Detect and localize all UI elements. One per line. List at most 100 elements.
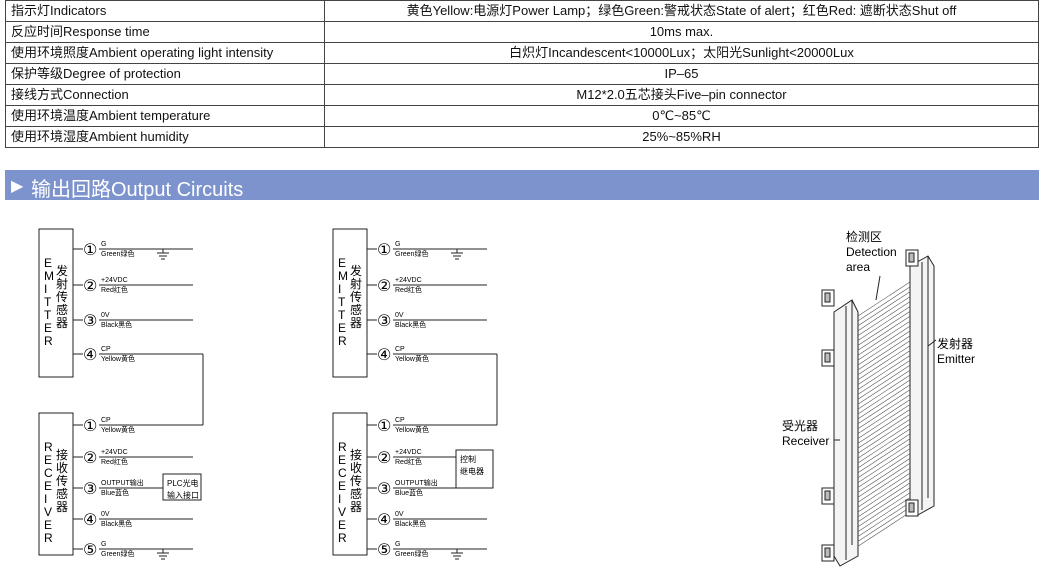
beam-line bbox=[857, 458, 911, 493]
pin-function-label: OUTPUT输出 bbox=[395, 478, 438, 487]
beam-line bbox=[857, 311, 911, 346]
sensor-letter: E bbox=[338, 256, 346, 270]
mounting-bracket-slot bbox=[908, 252, 915, 263]
pin-number: ④ bbox=[377, 512, 391, 529]
sensor-letter: E bbox=[338, 321, 346, 335]
ground-icon bbox=[157, 549, 169, 560]
pin-number: ① bbox=[377, 418, 391, 435]
beam-line bbox=[857, 472, 911, 508]
section-banner: ▶ 输出回路Output Circuits bbox=[5, 170, 1039, 201]
mounting-bracket-slot bbox=[824, 352, 831, 363]
beam-line bbox=[857, 502, 911, 537]
sensor-cn-char: 器 bbox=[350, 316, 362, 330]
beam-line bbox=[857, 306, 911, 341]
mounting-bracket-slot bbox=[824, 490, 831, 501]
ground-icon bbox=[451, 549, 463, 560]
pin-color-label: Black黑色 bbox=[101, 320, 132, 329]
beam-line bbox=[857, 497, 911, 532]
sensor-letter: E bbox=[338, 518, 346, 532]
spec-key: 使用环境照度Ambient operating light intensity bbox=[5, 42, 325, 64]
plc-input-box-line: 输入接口 bbox=[167, 490, 199, 500]
pin-function-label: +24VDC bbox=[101, 277, 128, 284]
sensor-cn-char: 接 bbox=[350, 447, 362, 462]
pin-number: ③ bbox=[83, 481, 97, 498]
emitter-label: 发射器 bbox=[937, 336, 973, 351]
sensor-cn-char: 传 bbox=[56, 473, 68, 488]
pin-number: ④ bbox=[377, 347, 391, 364]
beam-line bbox=[857, 487, 911, 523]
receiver-label: Receiver bbox=[782, 434, 829, 448]
sensor-cn-char: 射 bbox=[56, 276, 68, 291]
pin-function-label: CP bbox=[101, 346, 111, 353]
sensor-cn-char: 感 bbox=[350, 486, 362, 501]
sensor-letter: T bbox=[44, 308, 52, 322]
beam-line bbox=[857, 409, 911, 444]
pin-color-label: Yellow黄色 bbox=[395, 354, 429, 363]
sensor-letter: C bbox=[338, 466, 347, 480]
pin-color-label: Red红色 bbox=[101, 457, 128, 466]
sensor-letter: E bbox=[338, 453, 346, 467]
pin-color-label: Blue蓝色 bbox=[101, 488, 129, 497]
plc-input-box-line: PLC光电 bbox=[167, 478, 199, 488]
pin-function-label: G bbox=[101, 241, 106, 248]
leader-line bbox=[875, 275, 881, 301]
ground-icon bbox=[451, 249, 463, 260]
beam-line bbox=[857, 467, 911, 503]
pin-function-label: G bbox=[101, 541, 106, 548]
mounting-bracket-slot bbox=[824, 547, 831, 558]
sensor-letter: R bbox=[338, 440, 347, 454]
pin-number: ② bbox=[377, 278, 391, 295]
pin-function-label: 0V bbox=[395, 511, 404, 518]
pin-color-label: Red红色 bbox=[101, 285, 128, 294]
sensor-cn-char: 传 bbox=[350, 473, 362, 488]
ground-icon bbox=[157, 249, 169, 260]
sensor-letter: E bbox=[44, 518, 52, 532]
beam-line bbox=[857, 281, 911, 317]
mounting-bracket-slot bbox=[908, 502, 915, 513]
detection-area-hatch bbox=[857, 281, 911, 547]
pin-function-label: OUTPUT输出 bbox=[101, 478, 144, 487]
sensor-letter: V bbox=[338, 505, 346, 519]
pin-color-label: Green绿色 bbox=[101, 249, 134, 258]
pin-number: ④ bbox=[83, 347, 97, 364]
beam-line bbox=[857, 350, 911, 385]
sensor-letter: V bbox=[44, 505, 52, 519]
emitter-box bbox=[38, 228, 74, 378]
pin-number: ④ bbox=[83, 512, 97, 529]
pin-function-label: +24VDC bbox=[395, 277, 422, 284]
pin-color-label: Black黑色 bbox=[395, 320, 426, 329]
beam-line bbox=[857, 355, 911, 390]
sensor-cn-char: 感 bbox=[350, 302, 362, 317]
beam-line bbox=[857, 296, 911, 331]
sensor-letter: M bbox=[44, 269, 54, 283]
sensor-cn-char: 发 bbox=[56, 263, 68, 278]
sensor-letter: E bbox=[338, 479, 346, 493]
pin-number: ② bbox=[83, 450, 97, 467]
sensor-letter: I bbox=[338, 282, 341, 296]
sensor-letter: I bbox=[338, 492, 341, 506]
beam-line bbox=[857, 477, 911, 513]
beam-line bbox=[857, 365, 911, 400]
relay-box bbox=[455, 449, 494, 489]
sensor-cn-char: 感 bbox=[56, 302, 68, 317]
pin-number: ① bbox=[83, 418, 97, 435]
sensor-cn-char: 感 bbox=[56, 486, 68, 501]
receiver-box bbox=[332, 412, 368, 556]
pin-function-label: CP bbox=[101, 417, 111, 424]
pin-number: ① bbox=[83, 242, 97, 259]
beam-line bbox=[857, 291, 911, 327]
sensor-letter: R bbox=[338, 334, 347, 348]
sensor-cn-char: 射 bbox=[350, 276, 362, 291]
beam-line bbox=[857, 443, 911, 478]
pin-color-label: Black黑色 bbox=[101, 519, 132, 528]
beam-line bbox=[857, 463, 911, 498]
pin-number: ① bbox=[377, 242, 391, 259]
triangle-marker-icon: ▶ bbox=[11, 178, 24, 195]
pin-color-label: Green绿色 bbox=[395, 249, 428, 258]
emitter-label: Emitter bbox=[937, 352, 975, 366]
pin-color-label: Red红色 bbox=[395, 457, 422, 466]
